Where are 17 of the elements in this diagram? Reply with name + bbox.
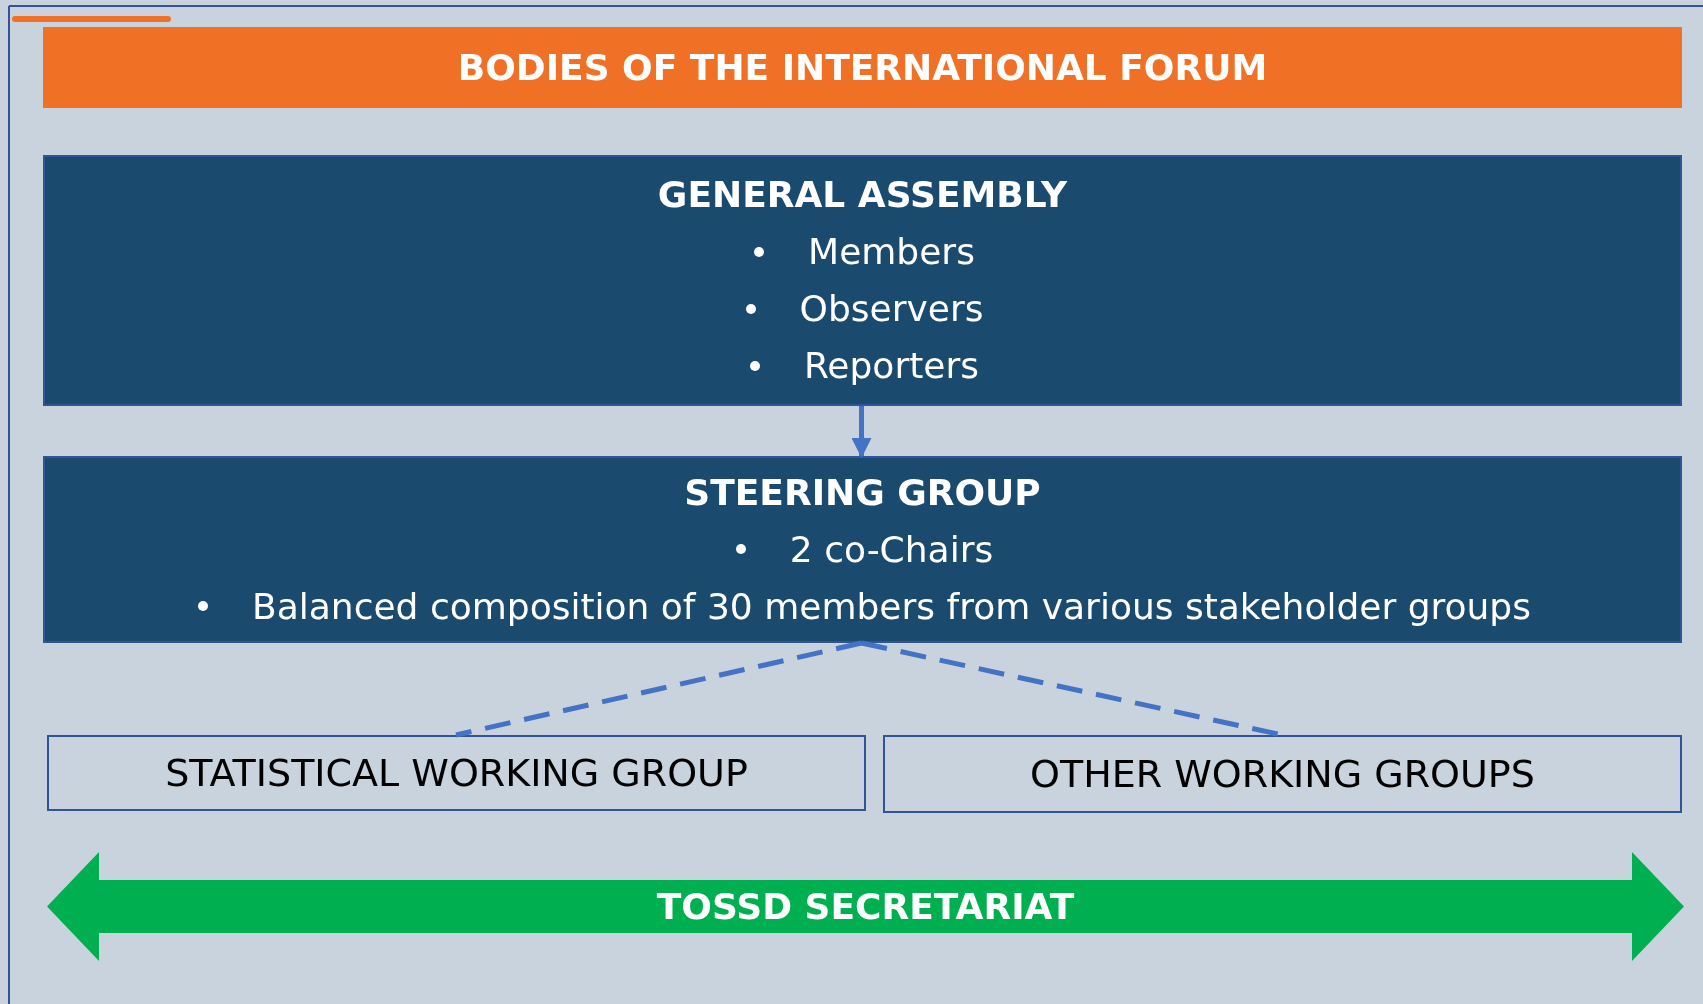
box-heading: STEERING GROUP <box>684 470 1041 515</box>
working-group-box <box>47 735 866 811</box>
title-banner: BODIES OF THE INTERNATIONAL FORUM <box>43 27 1682 108</box>
band-label: TOSSD SECRETARIAT <box>656 884 1075 929</box>
box-label: STATISTICAL WORKING GROUP <box>165 751 748 795</box>
box-heading: GENERAL ASSEMBLY <box>657 173 1068 217</box>
body-box <box>43 456 1682 643</box>
list-item: Reporters <box>803 344 979 388</box>
list-item: 2 co-Chairs <box>789 527 994 572</box>
body-box <box>43 155 1682 406</box>
box-label: OTHER WORKING GROUPS <box>1030 752 1535 796</box>
list-item: Balanced composition of 30 members from various stakeholder groups <box>252 584 1531 629</box>
working-group-box <box>883 735 1682 813</box>
arrow <box>851 406 872 458</box>
list-item: Members <box>808 230 975 274</box>
dashed-connector <box>455 640 863 738</box>
list-item: Observers <box>799 287 984 331</box>
